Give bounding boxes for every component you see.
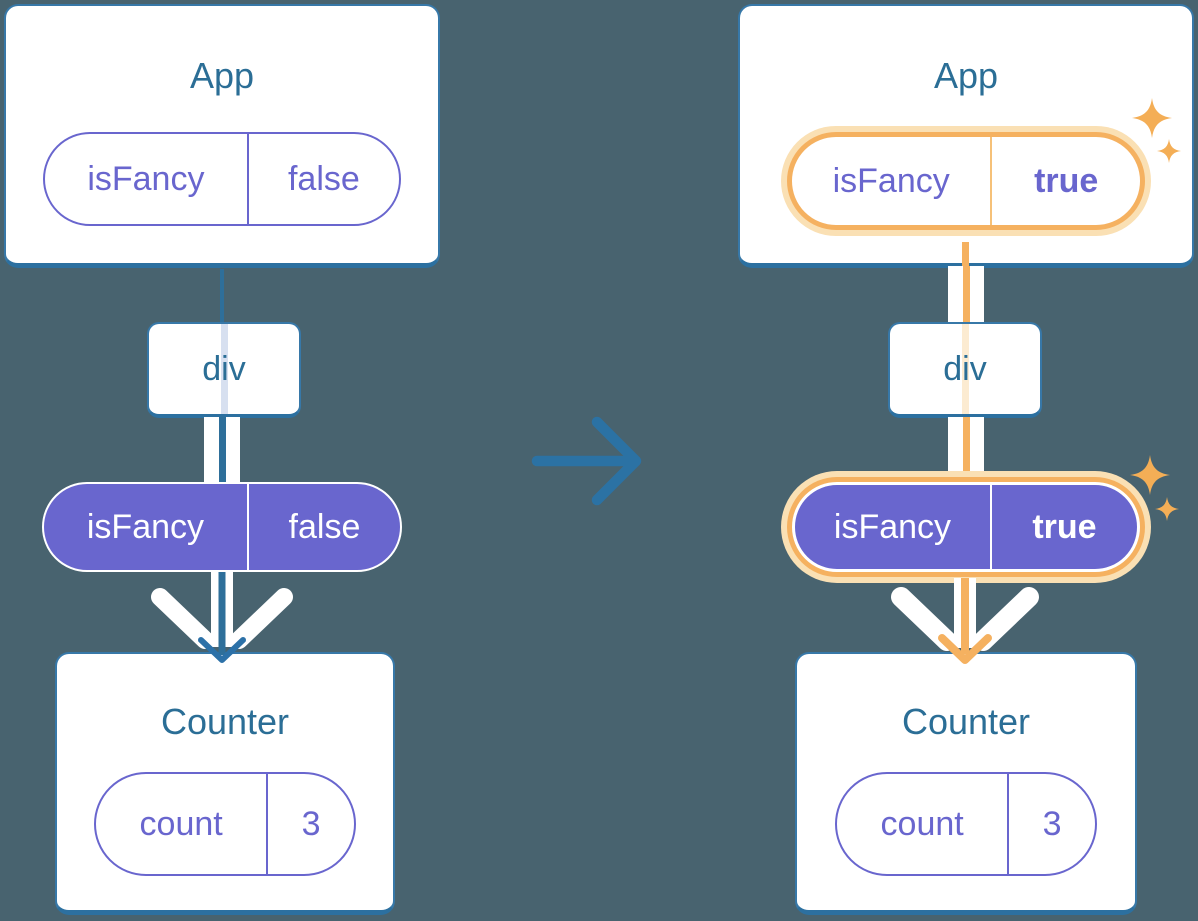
right-arrow-icon (531, 416, 642, 506)
pill-divider (246, 484, 249, 570)
prop-value: false (288, 507, 361, 546)
prop-name: isFancy (86, 507, 205, 546)
pill-divider (989, 485, 992, 569)
sparkle-icon (1155, 497, 1179, 521)
prop-line (962, 417, 970, 478)
counter-title: Counter (901, 701, 1031, 742)
state-value: 3 (301, 804, 321, 843)
state-name: count (139, 804, 223, 843)
prop-pass-through-line (220, 324, 228, 414)
prop-value: true (1032, 507, 1097, 546)
passed-prop-pill-before: isFancy false (42, 482, 402, 572)
div-label: div (943, 349, 987, 388)
counter-card-before: Counter count 3 (55, 652, 395, 915)
pill-divider (990, 137, 993, 225)
state-value: 3 (1042, 804, 1062, 843)
counter-state-pill: count 3 (94, 772, 356, 876)
app-title: App (933, 55, 999, 96)
state-name: count (880, 804, 964, 843)
sparkle-icon (1130, 455, 1170, 495)
pill-divider (266, 774, 269, 874)
prop-name: isFancy (832, 161, 950, 200)
prop-name: isFancy (87, 159, 205, 198)
prop-line (962, 266, 970, 322)
prop-value: true (1034, 161, 1099, 200)
passed-prop-pill-after: isFancy true (792, 482, 1140, 572)
down-chevron-arrow-icon (891, 578, 1039, 664)
prop-pass-through-line (961, 324, 969, 414)
down-chevron-arrow-icon (151, 571, 293, 663)
app-state-pill: isFancy false (43, 132, 401, 226)
prop-line (962, 242, 969, 268)
connector-app-to-div (948, 266, 984, 322)
pill-divider (1007, 774, 1010, 874)
app-card-before: App isFancy false (4, 4, 440, 268)
connector-div-to-prop (204, 417, 240, 482)
div-card-before: div (147, 322, 301, 418)
app-state-pill-highlighted: isFancy true (787, 132, 1145, 230)
prop-line (218, 417, 226, 482)
sparkle-icon (1157, 139, 1181, 163)
prop-name: isFancy (833, 507, 952, 546)
app-card-after: App isFancy true (738, 4, 1194, 268)
div-card-after: div (888, 322, 1042, 418)
sparkle-icon (1132, 98, 1172, 138)
connector-app-to-div (220, 269, 224, 322)
connector-div-to-prop (948, 417, 984, 478)
counter-card-after: Counter count 3 (795, 652, 1137, 915)
div-label: div (202, 349, 246, 388)
pill-divider (246, 134, 249, 224)
app-title: App (189, 55, 255, 96)
prop-value: false (287, 159, 360, 198)
counter-title: Counter (160, 701, 290, 742)
counter-state-pill: count 3 (835, 772, 1097, 876)
